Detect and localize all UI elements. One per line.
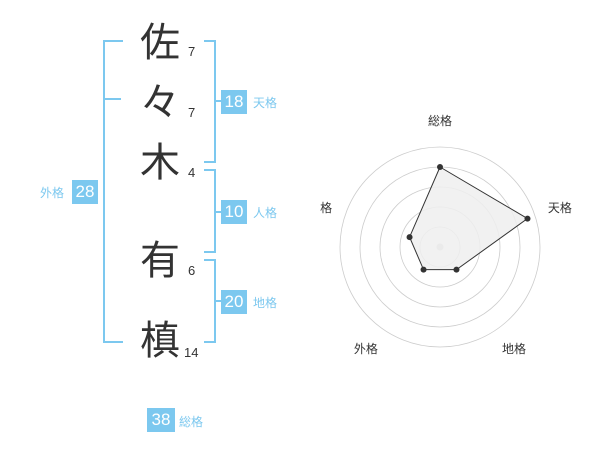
radar-point-5 xyxy=(406,234,413,241)
jinkaku-label: 人格 xyxy=(253,206,278,220)
radar-point-4 xyxy=(420,266,427,273)
stroke-count-5: 14 xyxy=(184,345,199,360)
radar-axis-label-4: 外格 xyxy=(354,341,378,356)
tenkaku-label: 天格 xyxy=(253,96,278,110)
name-char-4: 有 xyxy=(140,238,180,284)
gaikaku-label: 外格 xyxy=(40,186,65,200)
radar-axis-label-1: 総格 xyxy=(428,113,452,128)
name-char-3: 木 xyxy=(140,140,180,186)
gaikaku-bracket xyxy=(103,40,123,343)
radar-axis-label-5: 人格 xyxy=(320,200,332,215)
name-char-2: 々 xyxy=(140,80,180,126)
radar-point-3 xyxy=(453,266,460,273)
gaikaku-bracket-tick xyxy=(103,98,121,100)
soukaku-score: 38 xyxy=(147,408,175,432)
name-char-1: 佐 xyxy=(140,20,180,66)
radar-axis-label-2: 天格 xyxy=(548,200,572,215)
radar-shape xyxy=(406,164,531,273)
chikaku-label: 地格 xyxy=(253,296,278,310)
name-char-5: 槙 xyxy=(140,318,180,364)
tenkaku-bracket-tick xyxy=(214,100,222,102)
chikaku-score: 20 xyxy=(221,290,247,314)
stroke-count-4: 6 xyxy=(188,263,196,278)
stroke-count-1: 7 xyxy=(188,44,196,59)
radar-point-1 xyxy=(437,164,443,170)
radar-polygon xyxy=(409,166,529,271)
soukaku-label: 総格 xyxy=(179,415,204,429)
jinkaku-bracket-tick xyxy=(214,211,222,213)
radar-axis-label-3: 地格 xyxy=(502,341,526,356)
stroke-count-2: 7 xyxy=(188,105,196,120)
gaikaku-score: 28 xyxy=(72,180,98,204)
jinkaku-score: 10 xyxy=(221,200,247,224)
tenkaku-score: 18 xyxy=(221,90,247,114)
radar-point-2 xyxy=(524,215,531,222)
chikaku-bracket-tick xyxy=(214,300,222,302)
radar-ring xyxy=(339,146,541,348)
stroke-count-3: 4 xyxy=(188,165,196,180)
